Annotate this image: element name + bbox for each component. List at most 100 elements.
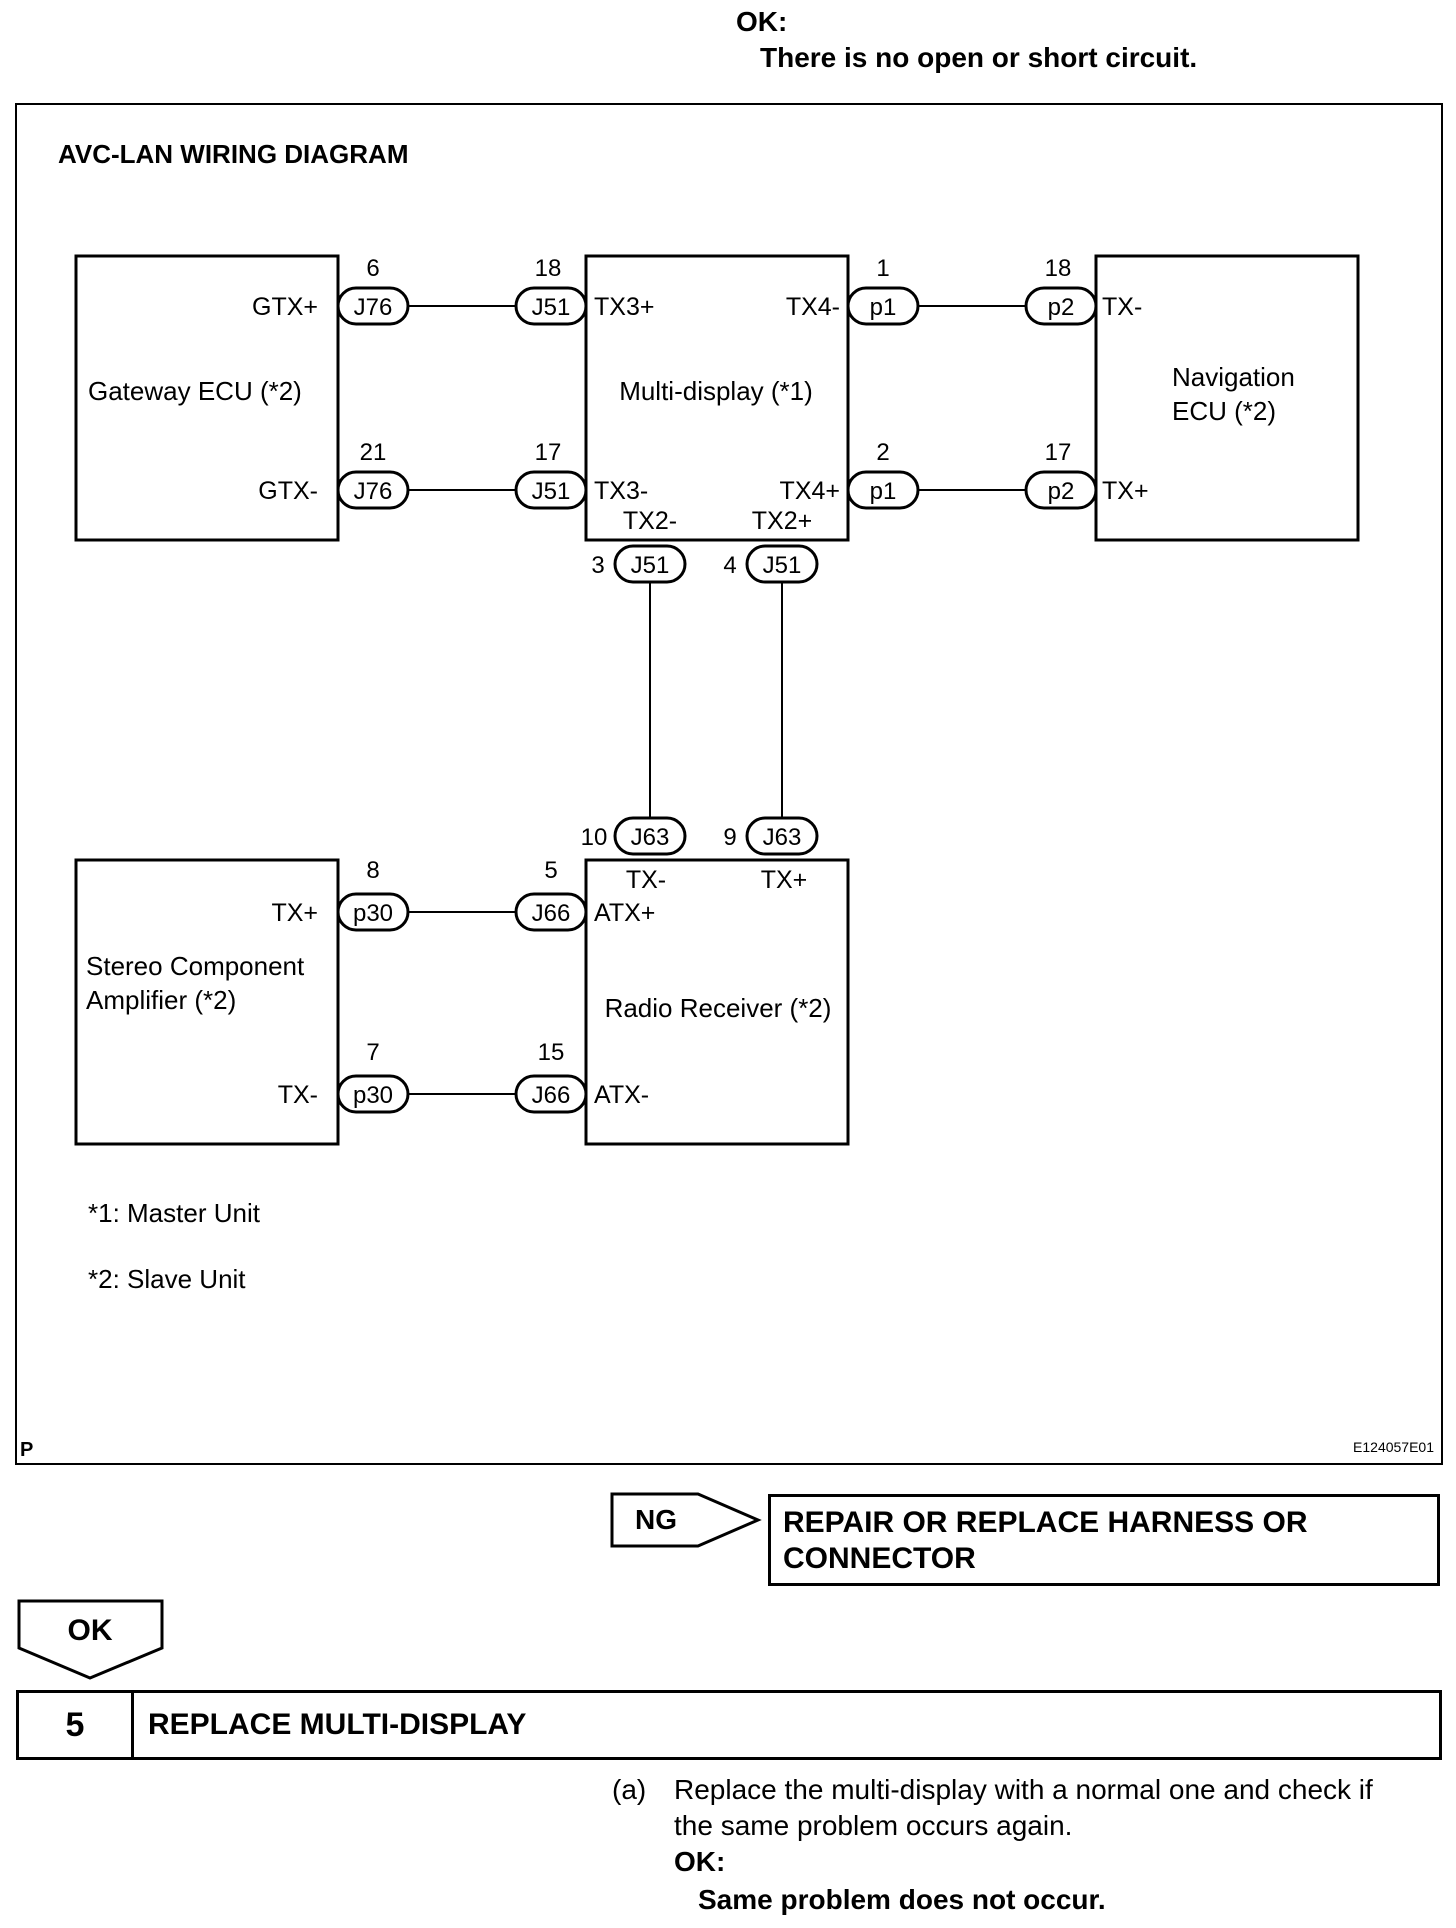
pin-number: 18 (535, 255, 562, 282)
pin-label-gtx-minus: GTX- (258, 477, 318, 505)
pin-number: 15 (538, 1039, 565, 1066)
pin-label-tx2-minus: TX2- (623, 507, 677, 535)
navigation-ecu-box (1094, 254, 1360, 542)
connector-label: J51 (763, 552, 802, 579)
connector-j63-left (613, 816, 687, 856)
pin-number: 17 (1045, 439, 1072, 466)
pin-label-tx3-minus: TX3- (594, 477, 648, 505)
pin-number: 3 (591, 552, 604, 579)
navigation-ecu-label-1: Navigation (1172, 362, 1295, 392)
pin-number: 1 (876, 255, 889, 282)
connector-p2-top (1024, 286, 1098, 326)
pin-label-nav-tx-minus: TX- (1102, 293, 1142, 321)
connector-label: p1 (870, 478, 897, 505)
note-master-unit: *1: Master Unit (88, 1198, 261, 1228)
gateway-ecu-label: Gateway ECU (*2) (88, 376, 302, 406)
multi-display-label: Multi-display (*1) (619, 376, 813, 406)
connector-j51-right (745, 544, 819, 584)
pin-number: 17 (535, 439, 562, 466)
pin-number: 21 (360, 439, 387, 466)
connector-label: J51 (631, 552, 670, 579)
ng-arrow: NG (608, 1490, 768, 1555)
pin-label-tx3-plus: TX3+ (594, 293, 654, 321)
connector-j66-bottom (514, 1074, 588, 1114)
pin-number: 6 (366, 255, 379, 282)
ok-arrow: OK (16, 1598, 166, 1687)
ok-arrow-shape (17, 1599, 164, 1680)
diagram-title: AVC-LAN WIRING DIAGRAM (58, 139, 408, 169)
instruction-letter: (a) (612, 1774, 647, 1805)
step-header: 5 REPLACE MULTI-DISPLAY (16, 1690, 1442, 1760)
ng-result-line1: REPAIR OR REPLACE HARNESS OR (783, 1506, 1308, 1539)
ng-result-box: REPAIR OR REPLACE HARNESS OR CONNECTOR (768, 1494, 1440, 1586)
ng-arrow-shape (610, 1492, 762, 1548)
pin-number: 18 (1045, 255, 1072, 282)
diagram-frame (15, 103, 1443, 1465)
figure-id: E124057E01 (1353, 1439, 1434, 1455)
connector-p30-bottom (336, 1074, 410, 1114)
connector-j66-top (514, 892, 588, 932)
pin-label-radio-tx-minus: TX- (626, 866, 666, 894)
connector-p30-top (336, 892, 410, 932)
connector-j51-top (514, 286, 588, 326)
pin-label-atx-minus: ATX- (594, 1081, 649, 1109)
step-title: REPLACE MULTI-DISPLAY (148, 1708, 527, 1741)
pin-label-tx2-plus: TX2+ (752, 507, 812, 535)
pin-label-atx-plus: ATX+ (594, 899, 655, 927)
pin-label-tx4-minus: TX4- (786, 293, 840, 321)
connector-j76-top (336, 286, 410, 326)
connector-label: J66 (532, 900, 571, 927)
connector-label: J63 (763, 824, 802, 851)
step-number: 5 (19, 1693, 134, 1757)
connector-label: J76 (354, 294, 393, 321)
pin-number: 5 (544, 857, 557, 884)
connector-p1-bottom (846, 470, 920, 510)
pin-label-gtx-plus: GTX+ (252, 293, 318, 321)
connector-label: J51 (532, 478, 571, 505)
ng-result-line2: CONNECTOR (783, 1542, 976, 1575)
multi-display-box (584, 254, 850, 542)
instruction-line2: the same problem occurs again. (674, 1810, 1073, 1841)
amplifier-label-1: Stereo Component (86, 951, 305, 981)
instruction-ok-label: OK: (674, 1846, 726, 1877)
connector-p1-top (846, 286, 920, 326)
connector-j51-bottom (514, 470, 588, 510)
connector-label: p1 (870, 294, 897, 321)
pin-number: 7 (366, 1039, 379, 1066)
connector-label: p2 (1048, 478, 1075, 505)
navigation-ecu-label-2: ECU (*2) (1172, 396, 1276, 426)
connector-label: p30 (353, 1082, 393, 1109)
ok-arrow-label: OK (68, 1614, 113, 1647)
connector-j51-left (613, 544, 687, 584)
amplifier-label-2: Amplifier (*2) (86, 985, 236, 1015)
connector-p2-bottom (1024, 470, 1098, 510)
pin-number: 2 (876, 439, 889, 466)
pin-label-tx4-plus: TX4+ (780, 477, 840, 505)
connector-j63-right (745, 816, 819, 856)
instruction-line1: Replace the multi-display with a normal … (674, 1774, 1373, 1805)
ok-condition-text: There is no open or short circuit. (760, 42, 1198, 73)
connector-label: p2 (1048, 294, 1075, 321)
pin-label-nav-tx-plus: TX+ (1102, 477, 1149, 505)
pin-number: 4 (723, 552, 736, 579)
corner-label: P (20, 1439, 33, 1461)
pin-label-radio-tx-plus: TX+ (761, 866, 808, 894)
ok-condition-label: OK: (736, 6, 788, 37)
pin-number: 10 (581, 824, 608, 851)
radio-receiver-box (584, 858, 850, 1146)
radio-receiver-label: Radio Receiver (*2) (605, 993, 832, 1023)
connector-label: J76 (354, 478, 393, 505)
connector-label: J51 (532, 294, 571, 321)
connector-label: p30 (353, 900, 393, 927)
pin-label-amp-tx-plus: TX+ (271, 899, 318, 927)
pin-number: 9 (723, 824, 736, 851)
note-slave-unit: *2: Slave Unit (88, 1264, 246, 1294)
gateway-ecu-box (74, 254, 340, 542)
connector-j76-bottom (336, 470, 410, 510)
amplifier-box (74, 858, 340, 1146)
instruction-result: Same problem does not occur. (698, 1884, 1106, 1915)
connector-label: J66 (532, 1082, 571, 1109)
pin-number: 8 (366, 857, 379, 884)
ng-label: NG (635, 1504, 677, 1535)
pin-label-amp-tx-minus: TX- (278, 1081, 318, 1109)
